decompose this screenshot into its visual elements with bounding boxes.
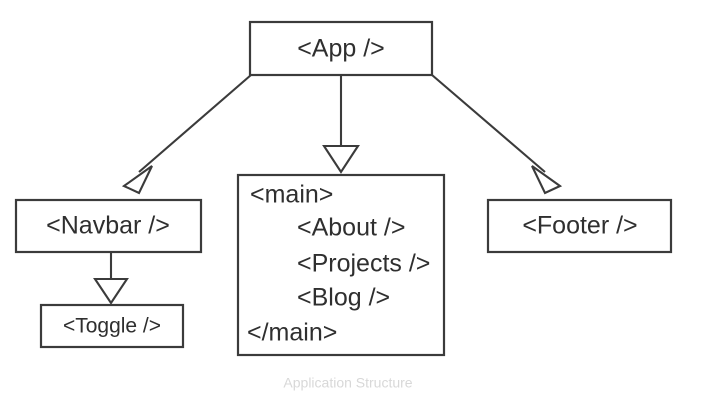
node-footer-label: <Footer />: [522, 212, 637, 240]
node-main-child-blog: <Blog />: [297, 284, 390, 312]
diagram-caption: Application Structure: [283, 375, 412, 391]
edge-app-to-footer: [431, 74, 563, 195]
edge-line-app-footer: [431, 74, 546, 173]
arrowhead-navbar-to-toggle: [93, 277, 129, 305]
node-toggle-label: <Toggle />: [63, 315, 161, 338]
arrowhead-app-to-main: [322, 144, 360, 174]
edge-line-app-navbar: [138, 74, 252, 173]
arrowhead-app-to-footer: [531, 165, 563, 195]
node-navbar-box[interactable]: [14, 198, 203, 254]
edge-app-to-main: [322, 75, 360, 174]
arrowhead-app-to-navbar: [121, 165, 153, 195]
node-main-child-projects: <Projects />: [297, 250, 430, 278]
node-main-close-tag: </main>: [247, 319, 337, 347]
node-main[interactable]: <main> <About /> <Projects /> <Blog /> <…: [236, 173, 446, 357]
node-navbar-label: <Navbar />: [46, 212, 170, 240]
edge-navbar-to-toggle: [93, 252, 129, 305]
node-main-box[interactable]: [236, 173, 446, 357]
node-app-label: <App />: [297, 35, 385, 63]
node-footer[interactable]: <Footer />: [486, 198, 673, 254]
node-toggle-box[interactable]: [39, 303, 185, 349]
node-main-child-about: <About />: [297, 214, 405, 242]
node-navbar[interactable]: <Navbar />: [14, 198, 203, 254]
edge-app-to-navbar: [121, 74, 252, 195]
node-main-open-tag: <main>: [250, 181, 333, 209]
node-app-box[interactable]: [248, 20, 434, 77]
node-footer-box[interactable]: [486, 198, 673, 254]
node-toggle[interactable]: <Toggle />: [39, 303, 185, 349]
node-app[interactable]: <App />: [248, 20, 434, 77]
